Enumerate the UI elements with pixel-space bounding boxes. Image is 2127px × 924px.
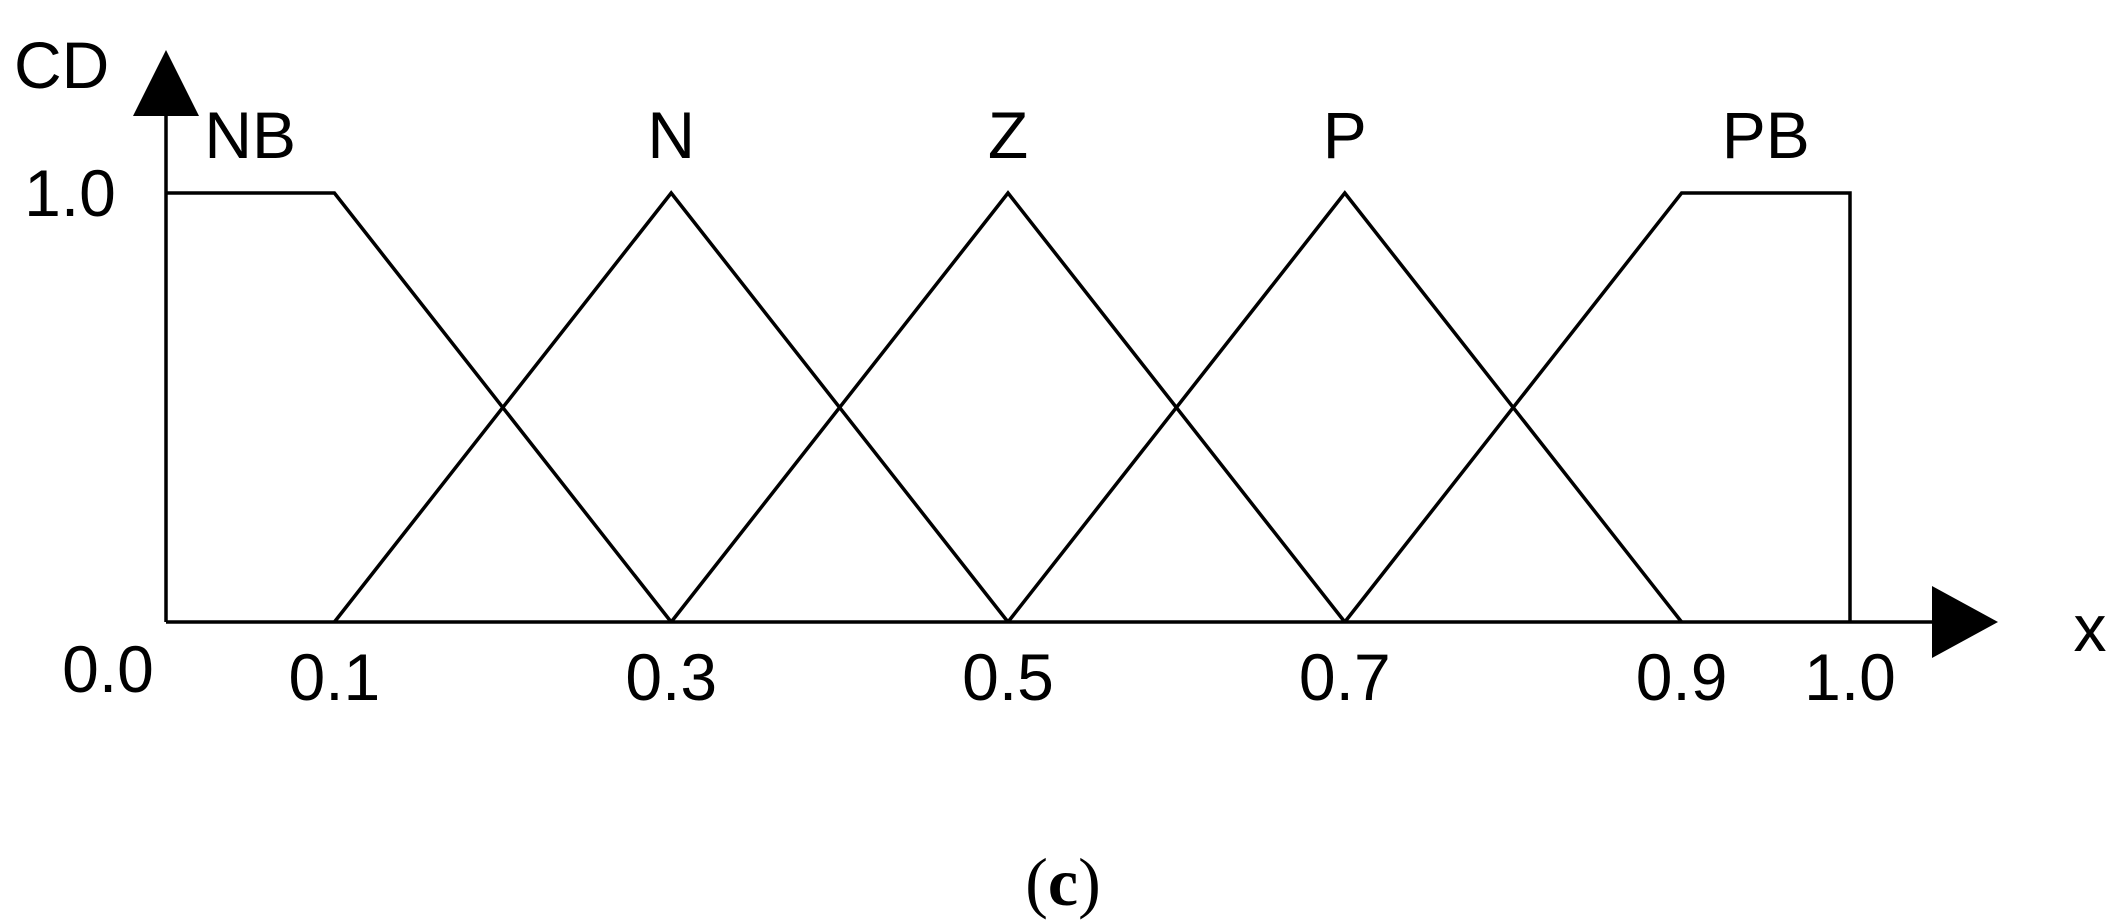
series-line-pb xyxy=(1343,191,1852,624)
series-label-pb: PB xyxy=(1722,98,1810,172)
series-line-n xyxy=(333,190,1010,624)
labels-layer: NB N Z P PB xyxy=(204,98,1809,172)
series-line-p xyxy=(1006,190,1683,624)
series-label-nb: NB xyxy=(204,98,296,172)
x-axis-arrow xyxy=(1932,586,1998,658)
series-line-nb xyxy=(166,191,673,624)
axes: CD x 0.0 0.1 0.3 0.5 0.7 0.9 1.0 1.0 xyxy=(14,28,2107,714)
x-tick-label: 0.5 xyxy=(962,640,1054,714)
y-tick-label: 1.0 xyxy=(24,156,116,230)
series-label-n: N xyxy=(647,98,695,172)
figure-caption: (c) xyxy=(1025,844,1101,920)
x-axis-label: x xyxy=(2074,591,2107,665)
series-layer xyxy=(166,190,1852,624)
x-tick-label: 0.3 xyxy=(625,640,717,714)
x-tick-label: 0.1 xyxy=(289,640,381,714)
series-label-p: P xyxy=(1323,98,1367,172)
x-tick-label: 0.0 xyxy=(62,632,154,706)
y-axis-label: CD xyxy=(14,28,109,102)
x-tick-label: 0.7 xyxy=(1299,640,1391,714)
x-tick-label: 1.0 xyxy=(1804,640,1896,714)
y-axis-arrow xyxy=(133,50,199,116)
x-tick-label: 0.9 xyxy=(1636,640,1728,714)
series-line-z xyxy=(669,190,1347,624)
series-label-z: Z xyxy=(988,98,1028,172)
